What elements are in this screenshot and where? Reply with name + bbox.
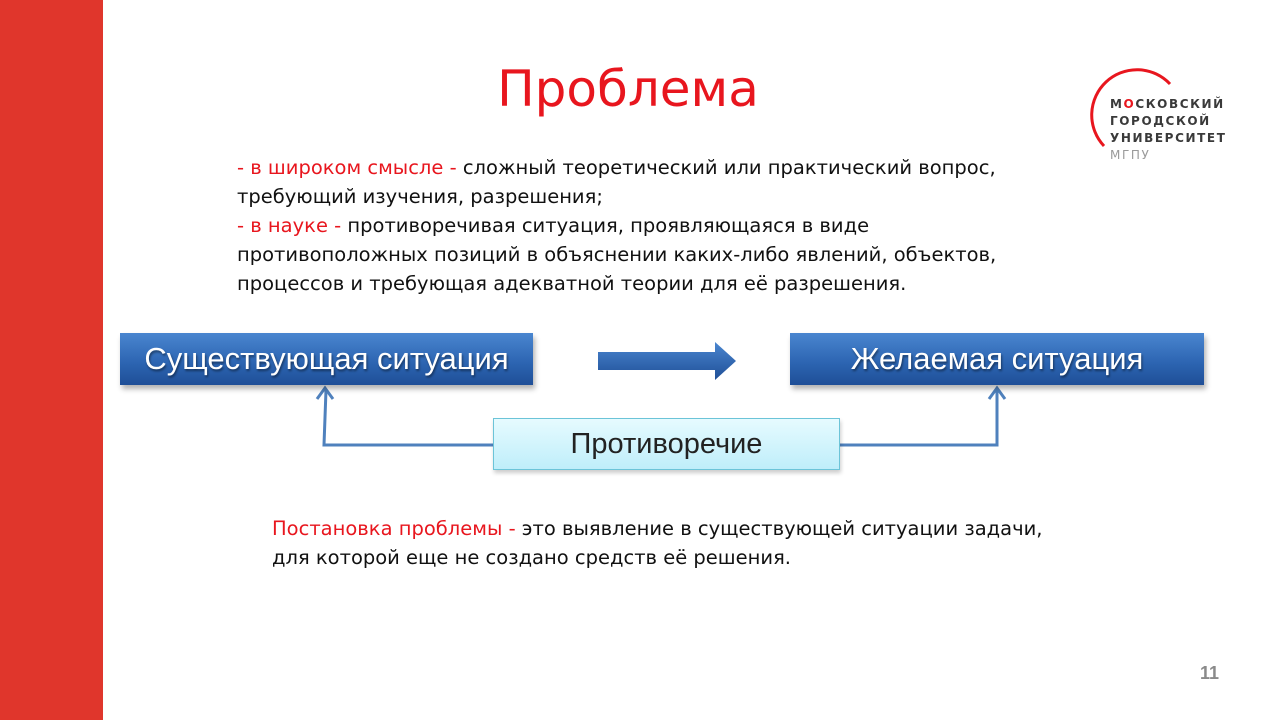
problem-statement: Постановка проблемы - это выявление в су… [272, 514, 1072, 572]
right-arrow-icon [598, 342, 736, 380]
arrowhead-right-icon [987, 385, 1007, 400]
definitions: - в широком смысле - сложный теоретическ… [237, 153, 1017, 298]
logo-line-2: ГОРОДСКОЙ [1110, 114, 1211, 128]
contradiction-box: Противоречие [493, 418, 840, 470]
connector-right [840, 390, 999, 447]
logo-line-1: МОСКОВСКИЙ [1110, 97, 1225, 111]
logo-arc-icon [1090, 68, 1172, 148]
existing-situation-box: Существующая ситуация [120, 333, 533, 385]
statement-text: это выявление в существующей ситуации за… [272, 517, 1043, 569]
desired-situation-box: Желаемая ситуация [790, 333, 1204, 385]
logo-line-4: МГПУ [1110, 148, 1151, 162]
definition-label: - в широком смысле - [237, 156, 457, 179]
university-logo: МОСКОВСКИЙ ГОРОДСКОЙ УНИВЕРСИТЕТ МГПУ [1090, 66, 1230, 166]
definition-label: - в науке - [237, 214, 342, 237]
arrowhead-left-icon [315, 385, 335, 400]
definition-text: противоречивая ситуация, проявляющаяся в… [237, 214, 997, 295]
page-number: 11 [1200, 663, 1220, 683]
definition-text: сложный теоретический или практический в… [237, 156, 996, 208]
statement-label: Постановка проблемы - [272, 517, 516, 540]
logo-line-3: УНИВЕРСИТЕТ [1110, 131, 1227, 145]
connector-left [322, 389, 493, 447]
slide-title: Проблема [497, 60, 759, 118]
red-sidebar [0, 0, 103, 720]
